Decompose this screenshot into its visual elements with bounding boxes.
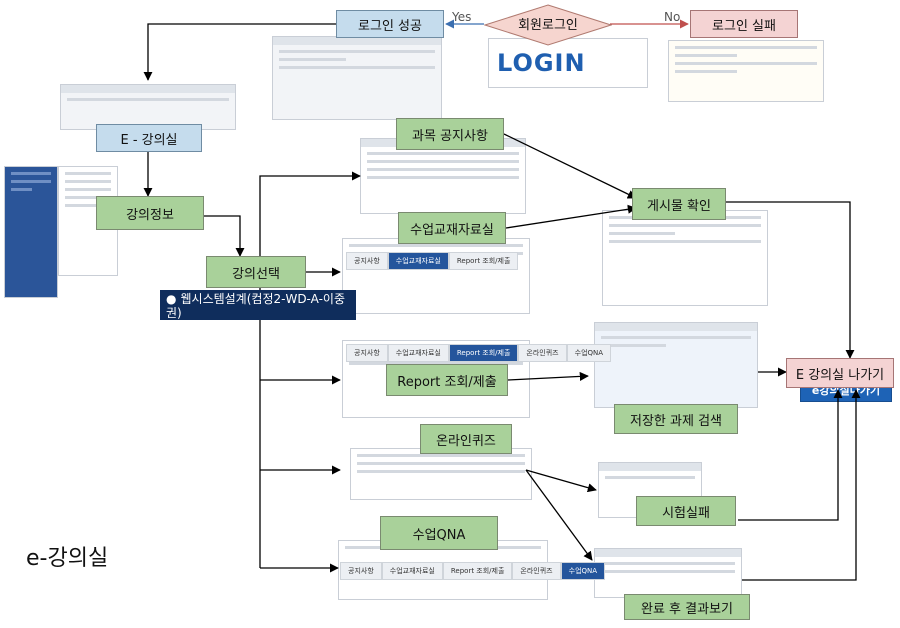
tab-report[interactable]: Report 조회/제출 (448, 344, 519, 362)
login-screenshot: LOGIN (488, 38, 648, 88)
tab-report[interactable]: Report 조회/제출 (442, 562, 513, 580)
classroom-screenshot (60, 84, 236, 130)
tab-notice[interactable]: 공지사항 (346, 344, 388, 362)
course-notice-box: 과목 공지사항 (396, 118, 504, 150)
login-logo: LOGIN (497, 49, 586, 77)
main-page-screenshot (272, 36, 442, 120)
post-check-box: 게시물 확인 (632, 188, 726, 220)
tab-quiz[interactable]: 온라인퀴즈 (518, 344, 567, 362)
report-box: Report 조회/제출 (386, 364, 508, 396)
tab-notice[interactable]: 공지사항 (346, 252, 388, 270)
materials-box: 수업교재자료실 (398, 212, 506, 244)
qna-box: 수업QNA (380, 516, 498, 550)
view-results-box: 완료 후 결과보기 (624, 594, 750, 620)
sidebar-screenshot (4, 166, 58, 298)
course-select-box: 강의선택 (206, 256, 306, 288)
login-error-screenshot (668, 40, 824, 102)
tab-strip-materials: 공지사항 수업교재자료실 Report 조회/제출 (346, 252, 519, 270)
tab-notice[interactable]: 공지사항 (340, 562, 382, 580)
saved-search-box: 저장한 과제 검색 (614, 404, 738, 434)
tab-report[interactable]: Report 조회/제출 (448, 252, 519, 270)
login-success-box: 로그인 성공 (336, 10, 444, 38)
tab-materials[interactable]: 수업교재자료실 (387, 252, 449, 270)
tab-materials[interactable]: 수업교재자료실 (381, 562, 443, 580)
result-screenshot (594, 548, 742, 598)
exam-fail-box: 시험실패 (636, 496, 736, 526)
quiz-screenshot (350, 448, 532, 500)
login-fail-box: 로그인 실패 (690, 10, 798, 38)
tab-qna[interactable]: 수업QNA (566, 344, 612, 362)
no-label: No (664, 10, 681, 24)
member-login-label: 회원로그인 (518, 17, 578, 33)
selected-course-banner[interactable]: ●웹시스템설계(컴정2-WD-A-이중권) (160, 290, 356, 320)
selected-course-text: 웹시스템설계(컴정2-WD-A-이중권) (166, 292, 345, 320)
page-title: e-강의실 (26, 546, 109, 571)
file-dialog-screenshot (594, 322, 758, 408)
tab-materials[interactable]: 수업교재자료실 (387, 344, 449, 362)
tab-strip-qna: 공지사항 수업교재자료실 Report 조회/제출 온라인퀴즈 수업QNA (340, 562, 606, 580)
tab-qna[interactable]: 수업QNA (560, 562, 606, 580)
yes-label: Yes (452, 10, 472, 24)
quiz-box: 온라인퀴즈 (420, 424, 512, 454)
tab-quiz[interactable]: 온라인퀴즈 (512, 562, 561, 580)
course-info-box: 강의정보 (96, 196, 204, 230)
tab-strip-report: 공지사항 수업교재자료실 Report 조회/제출 온라인퀴즈 수업QNA (346, 344, 612, 362)
member-login-diamond (484, 4, 612, 46)
e-classroom-box: E - 강의실 (96, 124, 202, 152)
exit-box: E 강의실 나가기 (786, 358, 894, 388)
bullet-icon: ● (166, 292, 177, 306)
